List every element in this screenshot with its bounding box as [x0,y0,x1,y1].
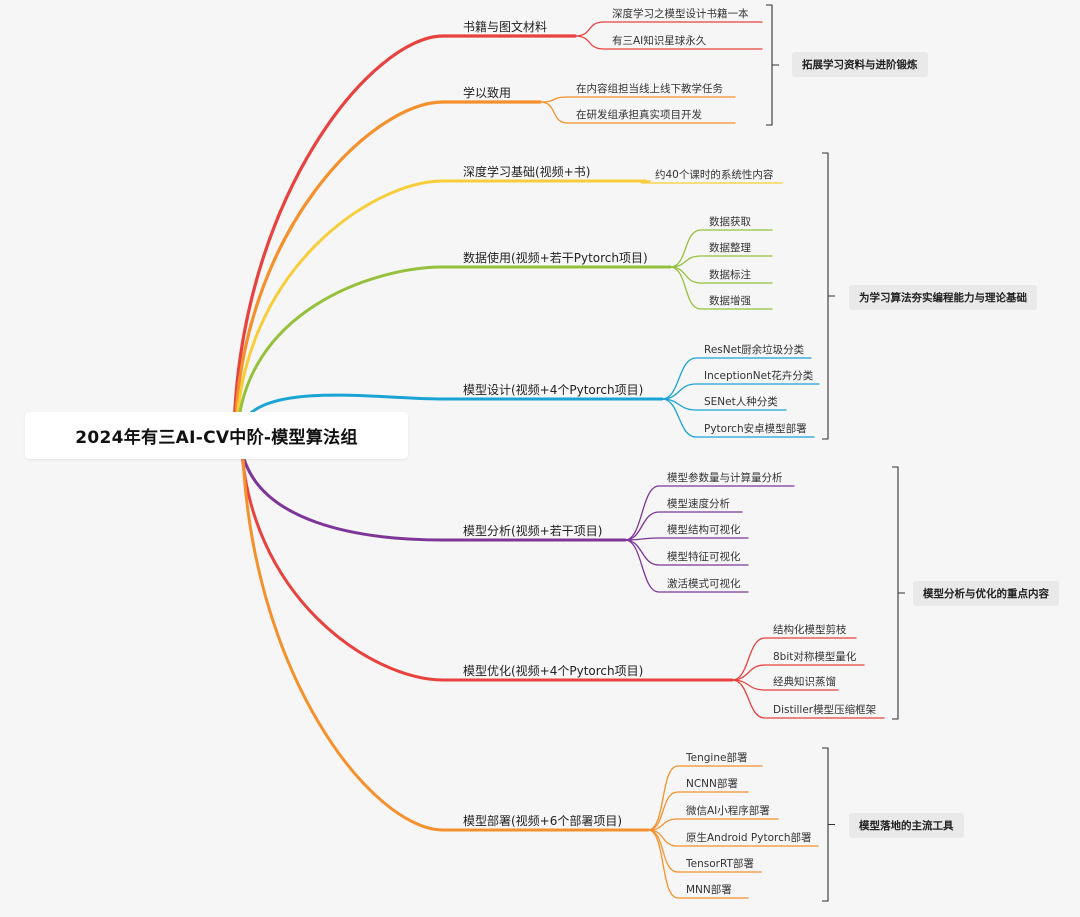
summary-bracket [766,4,779,126]
branch-connector-b3 [235,265,672,438]
leaf-connector [640,180,783,184]
branch-connector-b7 [240,434,650,832]
branch-connector-b5 [238,434,627,542]
root-title: 2024年有三AI-CV中阶-模型算法组 [75,428,358,448]
leaf-label[interactable]: 数据增强 [709,295,751,307]
branch-label-b0[interactable]: 书籍与图文材料 [463,20,548,34]
summary-bracket [822,747,835,902]
leaf-label[interactable]: Pytorch安卓模型部署 [704,423,807,435]
branch-connector-b6 [239,434,734,682]
leaf-label[interactable]: 约40个课时的系统性内容 [655,169,774,181]
leaf-label[interactable]: TensorRT部署 [686,858,754,870]
leaf-connector [669,229,773,268]
leaf-connector [624,537,749,541]
leaf-label[interactable]: 数据标注 [709,269,751,281]
summary-label[interactable]: 模型分析与优化的重点内容 [913,581,1059,606]
leaf-connector [661,398,787,411]
leaf-label[interactable]: 在内容组担当线上线下教学任务 [576,83,723,95]
branch-label-b5[interactable]: 模型分析(视频+若干项目) [463,524,603,538]
branch-label-b4[interactable]: 模型设计(视频+4个Pytorch项目) [463,383,644,397]
leaf-label[interactable]: MNN部署 [686,884,732,896]
leaf-connector [539,101,736,124]
leaf-label[interactable]: NCNN部署 [686,778,738,790]
leaf-label[interactable]: 经典知识蒸馏 [773,676,836,688]
leaf-label[interactable]: 模型参数量与计算量分析 [667,472,783,484]
leaf-connector [669,255,773,268]
branch-label-b3[interactable]: 数据使用(视频+若干Pytorch项目) [463,251,648,265]
leaf-label[interactable]: InceptionNet花卉分类 [704,370,814,382]
branch-label-b7[interactable]: 模型部署(视频+6个部署项目) [463,814,623,828]
leaf-label[interactable]: 深度学习之模型设计书籍一本 [612,8,749,20]
branch-label-b2[interactable]: 深度学习基础(视频+书) [463,165,591,179]
leaf-connector [731,664,865,681]
leaf-label[interactable]: 激活模式可视化 [667,578,741,590]
branch-label-b6[interactable]: 模型优化(视频+4个Pytorch项目) [463,664,644,678]
leaf-label[interactable]: 数据整理 [709,242,751,254]
leaf-label[interactable]: 8bit对称模型量化 [773,651,857,663]
summary-label[interactable]: 拓展学习资料与进阶锻炼 [792,52,928,77]
leaf-connector [647,829,762,873]
leaf-label[interactable]: 微信AI小程序部署 [686,805,770,817]
root-node[interactable]: 2024年有三AI-CV中阶-模型算法组 [25,412,408,459]
summary-bracket [822,152,835,440]
leaf-label[interactable]: SENet人种分类 [704,396,778,408]
branch-connector-b2 [234,179,647,438]
leaf-connector [661,357,812,400]
summary-label[interactable]: 模型落地的主流工具 [849,813,964,838]
leaf-connector [731,679,839,691]
leaf-connector [574,21,763,37]
summary-label[interactable]: 为学习算法夯实编程能力与理论基础 [849,285,1037,310]
leaf-label[interactable]: 有三AI知识星球永久 [612,35,707,47]
leaf-connector [539,96,736,103]
leaf-connector [661,398,815,438]
leaf-connector [731,637,857,681]
leaf-label[interactable]: 在研发组承担真实项目开发 [576,109,702,121]
branch-label-b1[interactable]: 学以致用 [463,86,512,100]
leaf-label[interactable]: Distiller模型压缩框架 [773,704,877,716]
leaf-connector [624,485,795,541]
summary-bracket [892,466,905,720]
leaf-label[interactable]: 模型结构可视化 [667,524,741,536]
leaf-label[interactable]: 数据获取 [709,216,751,228]
leaf-connector [731,679,885,719]
leaf-label[interactable]: 结构化模型剪枝 [773,624,847,636]
leaf-connector [647,791,749,831]
leaf-label[interactable]: 模型特征可视化 [667,551,741,563]
leaf-label[interactable]: 原生Android Pytorch部署 [686,832,812,844]
leaf-connector [669,266,773,310]
leaf-label[interactable]: 模型速度分析 [667,498,730,510]
leaf-connector [647,829,749,899]
leaf-connector [624,511,743,541]
branch-connector-b0 [232,34,577,438]
leaf-label[interactable]: ResNet厨余垃圾分类 [704,344,805,356]
leaf-connector [661,383,820,400]
leaf-connector [647,765,763,831]
leaf-connector [574,35,763,50]
branch-connector-b1 [233,100,542,438]
leaf-connector [647,818,779,831]
leaf-connector [624,539,749,593]
leaf-label[interactable]: Tengine部署 [686,752,748,764]
